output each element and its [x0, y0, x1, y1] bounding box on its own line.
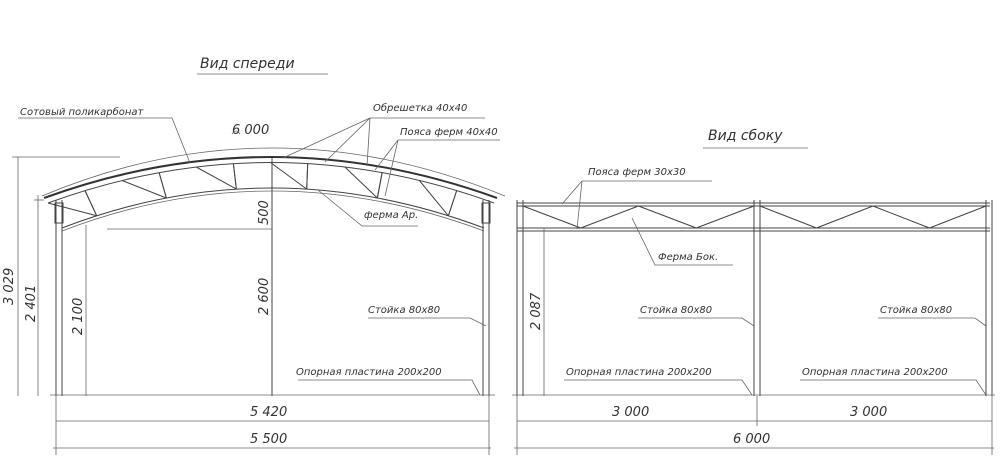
lathing-label: Обрешетка 40x40 [373, 102, 467, 114]
side-post-2-label: Стойка 80x80 [880, 305, 952, 316]
side-height-dimension: 2 087 [529, 292, 544, 330]
side-truss-web [522, 205, 581, 229]
side-truss-web [872, 205, 930, 229]
right-post [481, 200, 491, 396]
side-truss-web [759, 205, 817, 229]
truss-depth-dimension: 500 [257, 200, 272, 225]
center-height-dimension: 2 600 [257, 278, 272, 315]
arc-length-dimension: 6 000 [232, 123, 269, 138]
span-1-dimension: 3 000 [612, 405, 649, 420]
side-truss-chords-label: Пояса ферм 30x30 [588, 167, 686, 178]
side-base-plate-1-label: Опорная пластина 200x200 [566, 367, 712, 378]
post-label: Стойка 80x80 [368, 305, 440, 316]
truss-chords-label: Пояса ферм 40x40 [400, 127, 498, 138]
arc-dimension-line [41, 147, 506, 197]
side-view: Вид сбоку 2 087 3 000 3 000 6 000 Пояса … [512, 128, 995, 455]
left-post [54, 200, 64, 396]
total-length-dimension: 6 000 [733, 432, 770, 447]
truss-web [121, 180, 167, 199]
eave-height-dimension: 2 401 [24, 285, 39, 322]
side-base-plate-2-label: Опорная пластина 200x200 [802, 367, 948, 378]
arch-truss-label: ферма Ар. [364, 210, 418, 221]
side-view-title: Вид сбоку [708, 128, 783, 144]
truss-web [419, 180, 449, 217]
front-view-title: Вид спереди [200, 56, 295, 72]
truss-web [232, 163, 237, 190]
base-plate-label: Опорная пластина 200x200 [296, 367, 442, 378]
side-truss-webs [522, 205, 987, 229]
polycarbonate-label: Сотовый поликарбонат [20, 106, 145, 118]
polycarbonate-sheet [43, 156, 498, 199]
side-post-1-label: Стойка 80x80 [640, 305, 712, 316]
side-posts [516, 200, 993, 396]
bottom-chord [61, 187, 485, 229]
outer-width-dimension: 5 500 [250, 432, 287, 447]
truss-web [344, 166, 378, 199]
top-chord [47, 162, 495, 204]
side-truss-web [816, 205, 874, 229]
truss-web [158, 172, 167, 199]
truss-web [447, 190, 458, 216]
truss-web [376, 172, 383, 199]
truss-web [306, 163, 309, 190]
truss-web [84, 190, 98, 216]
side-truss-web [638, 205, 697, 229]
side-truss-web [580, 205, 639, 229]
truss-web [195, 166, 237, 190]
front-view: Вид спереди 3 029 2 401 2 100 2 600 500 … [2, 56, 506, 455]
total-height-dimension: 3 029 [2, 268, 17, 305]
truss-web [270, 162, 308, 190]
span-2-dimension: 3 000 [850, 405, 887, 420]
side-truss-web [696, 205, 755, 229]
side-truss-web [929, 205, 987, 229]
side-truss-label: Ферма Бок. [658, 252, 718, 263]
clear-height-dimension: 2 100 [71, 298, 86, 335]
inner-width-dimension: 5 420 [250, 405, 287, 420]
